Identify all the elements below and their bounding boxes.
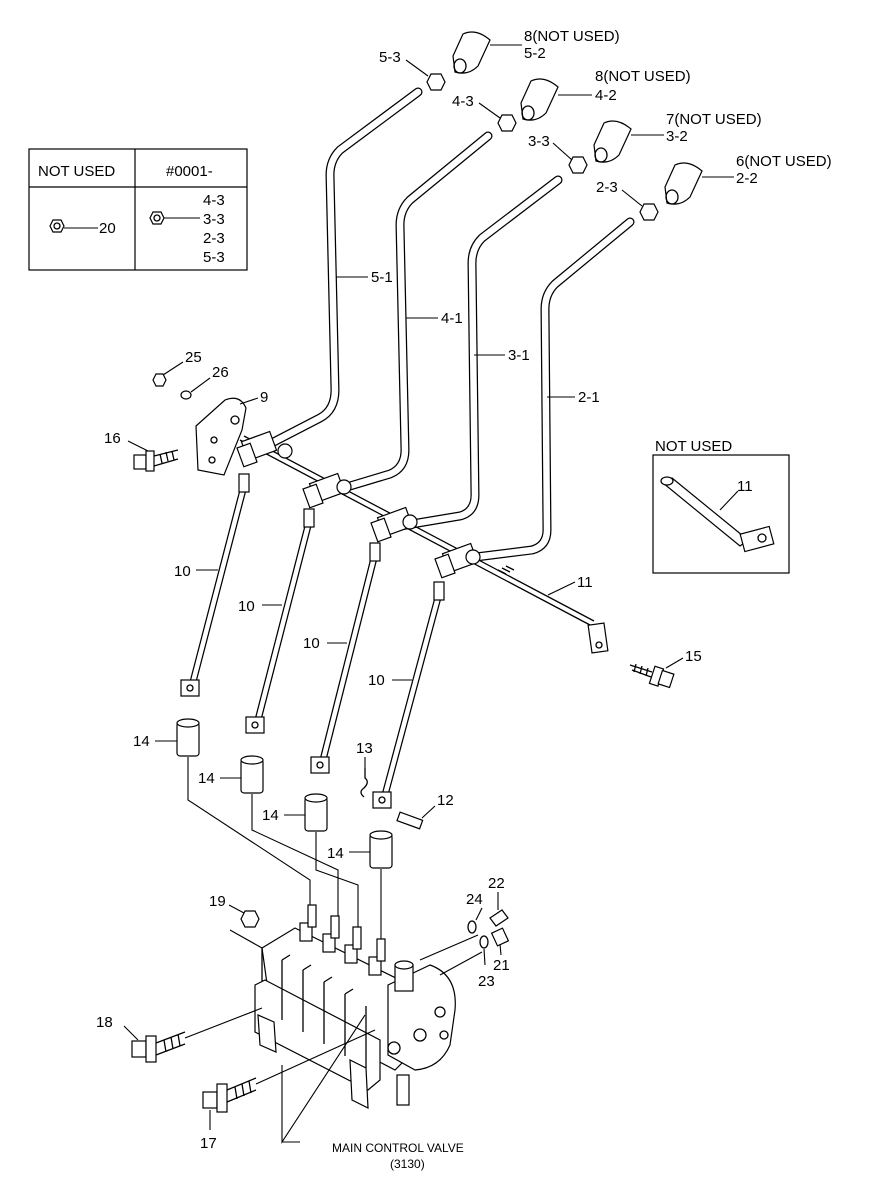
callout-labels: 8(NOT USED) 5-2 8(NOT USED) 4-2 7(NOT US… xyxy=(96,28,832,1171)
boot-14-c xyxy=(284,793,359,930)
label-4-3: 4-3 xyxy=(452,93,474,110)
label-8-not-used-b: 8(NOT USED) xyxy=(595,68,691,85)
label-16: 16 xyxy=(104,430,121,447)
lever-5-1 xyxy=(257,87,423,453)
label-8-not-used-a: 8(NOT USED) xyxy=(524,28,620,45)
table-part-20: 20 xyxy=(99,220,116,237)
bolt-18 xyxy=(123,1007,263,1063)
label-3-2: 3-2 xyxy=(666,128,688,145)
label-13: 13 xyxy=(356,740,373,757)
label-21: 21 xyxy=(493,957,510,974)
knob-5-2 xyxy=(452,31,522,74)
label-17: 17 xyxy=(200,1135,217,1152)
label-5-2: 5-2 xyxy=(524,45,546,62)
pin-12 xyxy=(396,805,436,830)
table-part-3-3: 3-3 xyxy=(203,211,225,228)
nut-4-3 xyxy=(478,102,517,132)
lever-4-1 xyxy=(325,131,493,497)
label-11: 11 xyxy=(577,574,593,591)
bracket-9 xyxy=(195,397,259,476)
label-5-1: 5-1 xyxy=(371,269,393,286)
table-part-4-3: 4-3 xyxy=(203,192,225,209)
label-7-not-used: 7(NOT USED) xyxy=(666,111,762,128)
nut-20-icon xyxy=(49,219,65,233)
plug-22 xyxy=(489,892,509,927)
label-6-not-used: 6(NOT USED) xyxy=(736,153,832,170)
table-part-2-3: 2-3 xyxy=(203,230,225,247)
label-25: 25 xyxy=(185,349,202,366)
label-2-1: 2-1 xyxy=(578,389,600,406)
clevis-lever-5 xyxy=(236,430,293,468)
nut-19 xyxy=(228,904,260,928)
table-header-serial: #0001- xyxy=(166,163,213,180)
link-rod-10-c xyxy=(310,542,381,774)
not-used-box xyxy=(652,454,790,574)
label-4-1: 4-1 xyxy=(441,310,463,327)
label-12: 12 xyxy=(437,792,454,809)
label-19: 19 xyxy=(209,893,226,910)
table-header-not-used: NOT USED xyxy=(38,163,115,180)
boot-14-d xyxy=(349,830,393,942)
clevis-lever-4 xyxy=(302,472,352,509)
spring-13 xyxy=(360,757,368,798)
bolt-17 xyxy=(202,1029,376,1130)
main-valve-code: (3130) xyxy=(390,1157,425,1171)
label-24: 24 xyxy=(466,891,483,908)
nut-2-3 xyxy=(621,189,659,221)
lever-3-1 xyxy=(395,175,563,531)
pivot-shaft-11 xyxy=(239,435,609,654)
clevis-lever-3 xyxy=(370,506,418,543)
knob-3-2 xyxy=(593,120,664,163)
link-rod-10-d xyxy=(372,581,445,809)
label-14-d: 14 xyxy=(327,845,344,862)
label-3-3: 3-3 xyxy=(528,133,550,150)
label-10-b: 10 xyxy=(238,598,255,615)
label-26: 26 xyxy=(212,364,229,381)
label-14-b: 14 xyxy=(198,770,215,787)
not-used-box-title: NOT USED xyxy=(655,438,732,455)
nut-25 xyxy=(152,361,184,387)
oring-24 xyxy=(467,907,483,934)
label-18: 18 xyxy=(96,1014,113,1031)
link-rod-10-b xyxy=(245,508,315,734)
parts-table: NOT USED #0001- 20 4-3 3-3 2-3 5-3 xyxy=(28,148,248,271)
knob-2-2 xyxy=(664,162,734,205)
label-9: 9 xyxy=(260,389,268,406)
label-10-c: 10 xyxy=(303,635,320,652)
boot-14-a xyxy=(155,718,311,915)
clevis-lever-2 xyxy=(434,542,481,579)
fitting-21 xyxy=(490,927,510,956)
label-10-d: 10 xyxy=(368,672,385,689)
label-2-2: 2-2 xyxy=(736,170,758,187)
label-10-a: 10 xyxy=(174,563,191,580)
label-23: 23 xyxy=(478,973,495,990)
label-3-1: 3-1 xyxy=(508,347,530,364)
main-valve-name: MAIN CONTROL VALVE xyxy=(332,1141,464,1155)
link-rod-10-a xyxy=(180,473,250,697)
label-4-2: 4-2 xyxy=(595,87,617,104)
bolt-16 xyxy=(127,440,179,472)
label-14-c: 14 xyxy=(262,807,279,824)
table-part-5-3: 5-3 xyxy=(203,249,225,266)
lever-2-1 xyxy=(463,217,635,563)
label-2-3: 2-3 xyxy=(596,179,618,196)
nut-3-3 xyxy=(552,142,588,174)
boot-14-b xyxy=(220,755,339,920)
nut-5-3 xyxy=(405,59,446,91)
oring-23 xyxy=(479,935,489,966)
label-5-3: 5-3 xyxy=(379,49,401,66)
label-22: 22 xyxy=(488,875,505,892)
label-15: 15 xyxy=(685,648,702,665)
nut-serial-icon xyxy=(149,211,165,225)
knob-4-2 xyxy=(520,78,592,121)
washer-26 xyxy=(180,377,211,400)
not-used-box-part-11: 11 xyxy=(737,478,753,495)
bolt-15 xyxy=(629,657,684,689)
main-control-valve xyxy=(229,904,483,1144)
label-14-a: 14 xyxy=(133,733,150,750)
